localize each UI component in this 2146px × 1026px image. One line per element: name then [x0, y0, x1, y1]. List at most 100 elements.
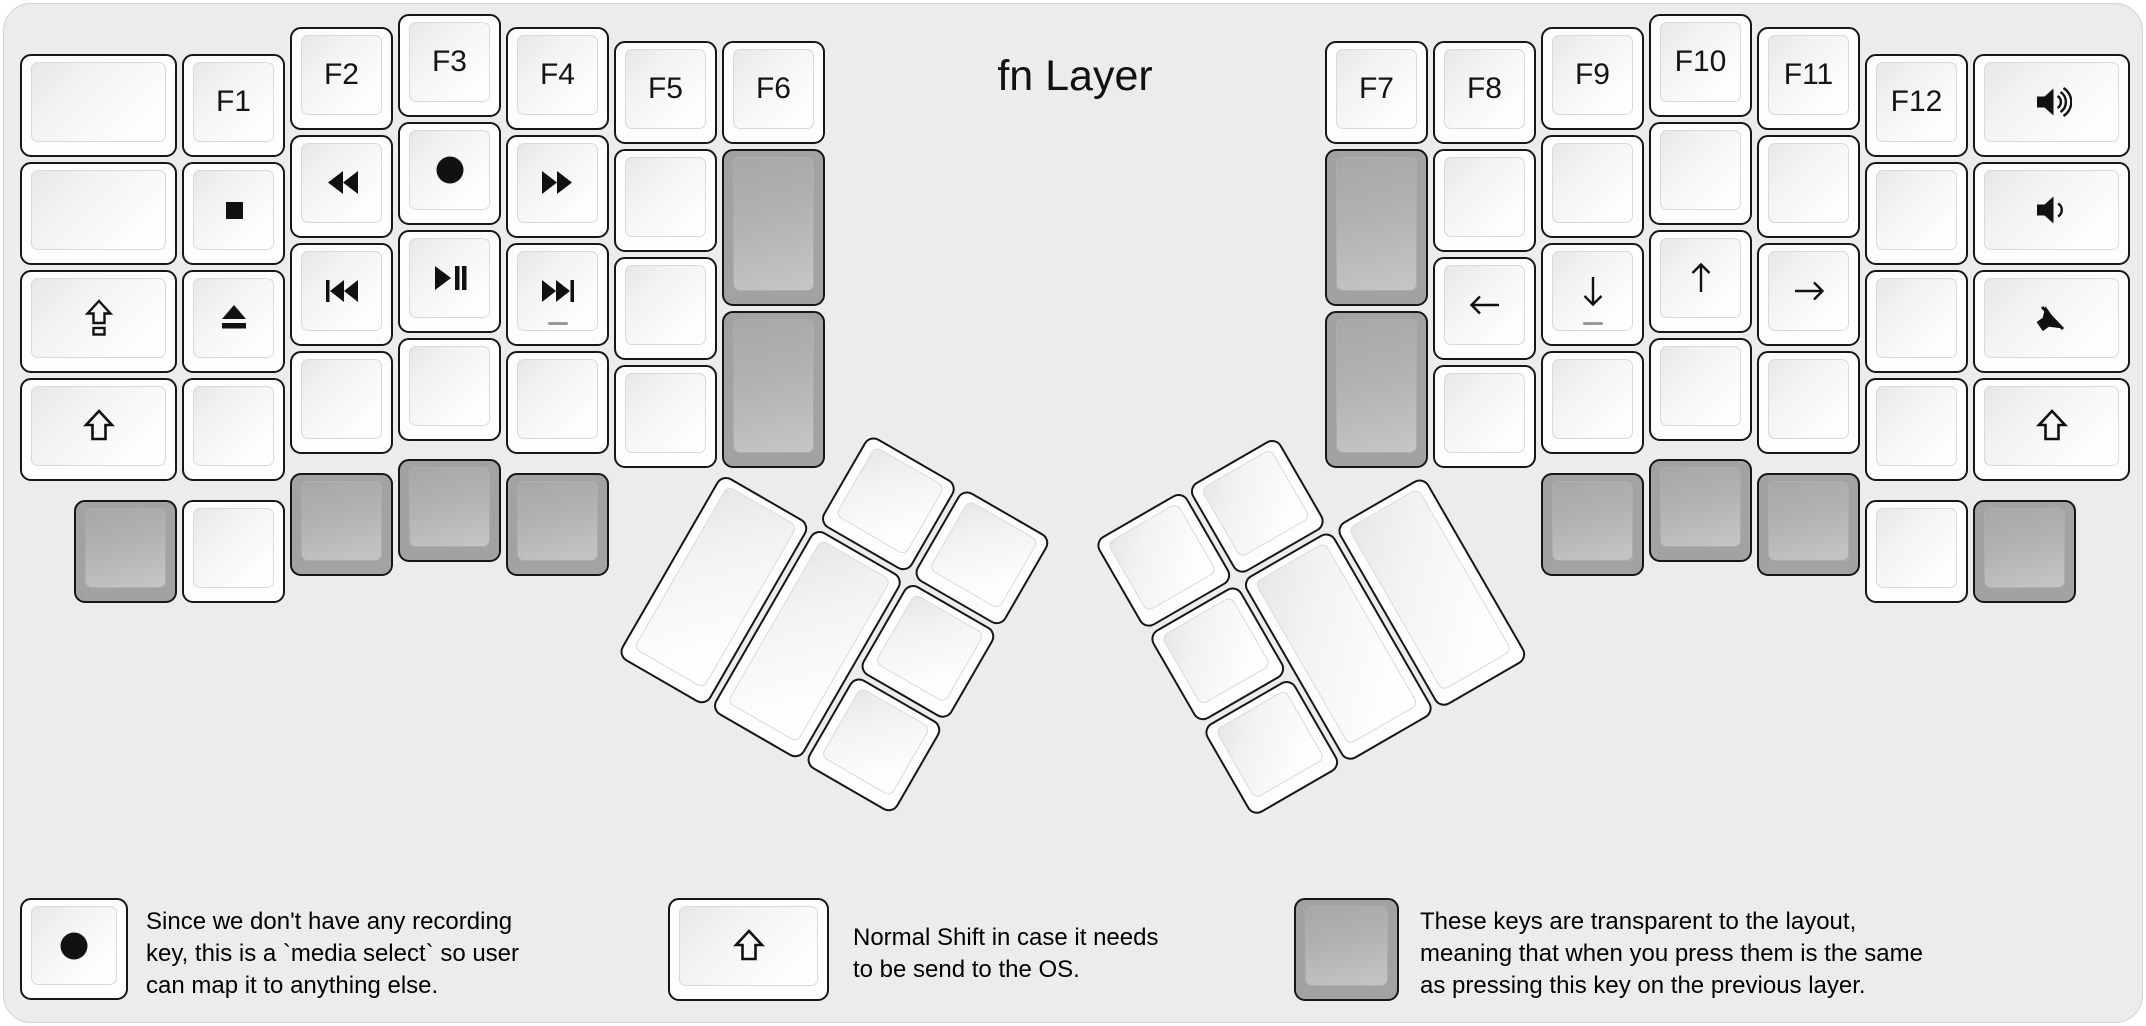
key-blank[interactable]	[1433, 365, 1536, 468]
key-blank[interactable]	[398, 338, 501, 441]
key-f7[interactable]: F7	[1325, 41, 1428, 144]
keycap: F5	[625, 49, 706, 129]
key-f12[interactable]: F12	[1865, 54, 1968, 157]
key-label: F11	[1783, 58, 1834, 91]
legend-line: to be send to the OS.	[853, 956, 1080, 983]
key-f1[interactable]: F1	[182, 54, 285, 157]
key-transparent[interactable]	[1325, 311, 1428, 468]
keycap: F3	[409, 22, 490, 102]
record-key-legend-icon	[20, 898, 128, 1000]
key-volume-up[interactable]	[1973, 54, 2130, 157]
keycap: F12	[1876, 62, 1957, 142]
key-transparent[interactable]	[74, 500, 177, 603]
key-blank[interactable]	[614, 365, 717, 468]
key-arrow-up[interactable]	[1649, 230, 1752, 333]
key-blank[interactable]	[1541, 135, 1644, 238]
key-play-pause[interactable]	[398, 230, 501, 333]
record-icon	[436, 156, 463, 184]
key-arrow-left[interactable]	[1433, 257, 1536, 360]
key-transparent[interactable]	[290, 473, 393, 576]
key-label: F9	[1574, 58, 1610, 91]
key-f6[interactable]: F6	[722, 41, 825, 144]
key-blank[interactable]	[290, 351, 393, 454]
key-blank[interactable]	[1541, 351, 1644, 454]
fastforward-icon	[541, 171, 572, 194]
key-blank[interactable]	[1865, 162, 1968, 265]
keycap	[733, 319, 814, 453]
keycap	[1876, 170, 1957, 250]
key-next-track[interactable]	[506, 243, 609, 346]
keycap	[31, 278, 166, 358]
arrow-up-icon	[1691, 262, 1710, 292]
key-blank[interactable]	[1757, 135, 1860, 238]
key-blank[interactable]	[1649, 338, 1752, 441]
key-blank[interactable]	[1865, 500, 1968, 603]
key-blank[interactable]	[20, 162, 177, 265]
legend-line: meaning that when you press them is the …	[1420, 940, 1923, 967]
key-arrow-down[interactable]	[1541, 243, 1644, 346]
key-caps-lock[interactable]	[20, 270, 177, 373]
legend-line: key, this is a `media select` so user	[146, 940, 520, 967]
arrow-right-icon	[1794, 281, 1824, 301]
key-blank[interactable]	[1433, 149, 1536, 252]
key-rewind[interactable]	[290, 135, 393, 238]
key-record[interactable]	[398, 122, 501, 225]
key-blank[interactable]	[182, 500, 285, 603]
key-prev-track[interactable]	[290, 243, 393, 346]
keycap: F9	[1552, 35, 1633, 115]
key-f4[interactable]: F4	[506, 27, 609, 130]
keycap	[625, 265, 706, 345]
key-blank[interactable]	[1757, 351, 1860, 454]
key-f10[interactable]: F10	[1649, 14, 1752, 117]
shift-icon	[2035, 409, 2068, 441]
keycap	[1768, 251, 1849, 331]
key-f11[interactable]: F11	[1757, 27, 1860, 130]
key-transparent[interactable]	[1973, 500, 2076, 603]
legend-text-transparent: These keys are transparent to the layout…	[1420, 906, 1923, 1002]
key-label: F1	[215, 85, 251, 118]
key-shift[interactable]	[20, 378, 177, 481]
key-blank[interactable]	[20, 54, 177, 157]
arrow-down-icon	[1583, 277, 1602, 307]
key-stop[interactable]	[182, 162, 285, 265]
keycap	[1444, 265, 1525, 345]
key-f5[interactable]: F5	[614, 41, 717, 144]
keycap	[517, 359, 598, 439]
keycap: F2	[301, 35, 382, 115]
shift-icon	[732, 929, 765, 961]
key-transparent[interactable]	[1325, 149, 1428, 306]
keycap	[517, 251, 598, 331]
key-eject[interactable]	[182, 270, 285, 373]
key-transparent[interactable]	[1649, 459, 1752, 562]
arrow-left-icon	[1469, 295, 1499, 315]
key-transparent[interactable]	[398, 459, 501, 562]
key-transparent[interactable]	[1757, 473, 1860, 576]
key-blank[interactable]	[182, 378, 285, 481]
key-f9[interactable]: F9	[1541, 27, 1644, 130]
key-blank[interactable]	[506, 351, 609, 454]
key-blank[interactable]	[1649, 122, 1752, 225]
key-label: F12	[1890, 85, 1943, 118]
legend-line: Normal Shift in case it needs	[853, 924, 1159, 951]
key-blank[interactable]	[1865, 378, 1968, 481]
key-transparent[interactable]	[506, 473, 609, 576]
homing-dash	[1582, 321, 1603, 325]
keycap: F10	[1660, 22, 1741, 102]
keycap	[1984, 62, 2119, 142]
key-blank[interactable]	[614, 257, 717, 360]
key-f2[interactable]: F2	[290, 27, 393, 130]
key-blank[interactable]	[1865, 270, 1968, 373]
key-blank[interactable]	[614, 149, 717, 252]
key-f3[interactable]: F3	[398, 14, 501, 117]
key-f8[interactable]: F8	[1433, 41, 1536, 144]
key-arrow-right[interactable]	[1757, 243, 1860, 346]
key-fast-forward[interactable]	[506, 135, 609, 238]
key-shift[interactable]	[1973, 378, 2130, 481]
key-transparent[interactable]	[722, 149, 825, 306]
keycap	[1552, 143, 1633, 223]
key-mute[interactable]	[1973, 270, 2130, 373]
key-volume-down[interactable]	[1973, 162, 2130, 265]
key-transparent[interactable]	[722, 311, 825, 468]
key-transparent[interactable]	[1541, 473, 1644, 576]
